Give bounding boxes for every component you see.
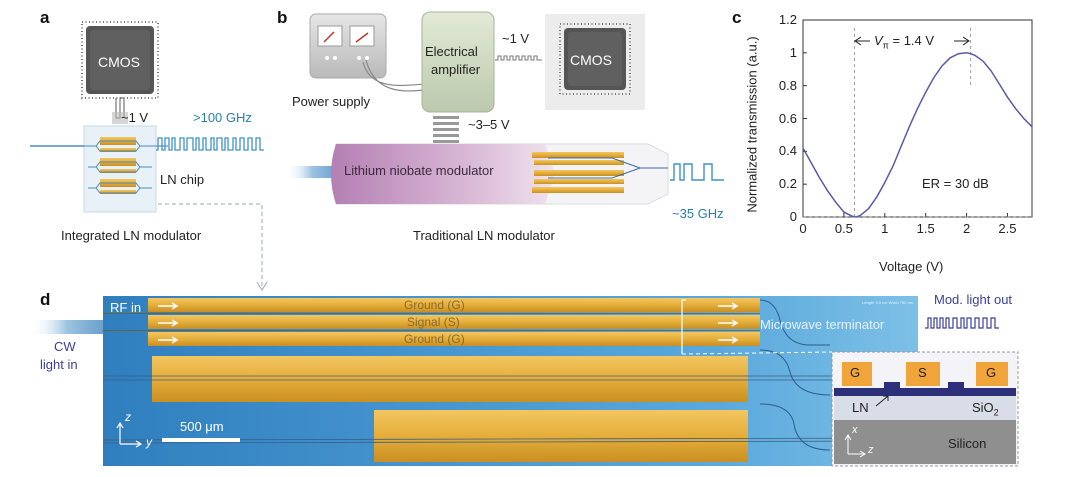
y-tick-label: 0.2 bbox=[778, 176, 797, 192]
cmos-label-a: CMOS bbox=[98, 54, 140, 70]
voltage-out-b: ~3–5 V bbox=[468, 117, 510, 132]
y-tick-label: 0 bbox=[789, 209, 797, 224]
amp-label-line1: Electrical bbox=[425, 44, 478, 59]
vpi-value: = 1.4 V bbox=[888, 33, 935, 48]
y-tick-label: 0.8 bbox=[778, 77, 797, 93]
ground-top-label: Ground (G) bbox=[404, 298, 465, 312]
caption-b: Traditional LN modulator bbox=[413, 228, 555, 243]
inset-g-right: G bbox=[986, 365, 997, 380]
terminator-label: Microwave terminator bbox=[760, 317, 885, 332]
ln-chip-label: LN chip bbox=[160, 172, 205, 187]
inset-ln: LN bbox=[852, 400, 869, 415]
x-axis-label: Voltage (V) bbox=[879, 259, 944, 274]
power-supply bbox=[309, 13, 387, 79]
inset-axis-z: z bbox=[868, 444, 874, 456]
signal-wave-b bbox=[670, 163, 724, 181]
axis-z-label: z bbox=[125, 410, 131, 424]
leader-line bbox=[158, 203, 263, 286]
x-tick-label: 2 bbox=[962, 221, 971, 236]
panel-label-a: a bbox=[40, 8, 50, 27]
panel-c-chart bbox=[802, 19, 1033, 218]
er-annotation: ER = 30 dB bbox=[922, 176, 989, 191]
ln-modulator bbox=[331, 143, 669, 205]
y-tick-label: 0.4 bbox=[778, 143, 797, 159]
voltage-in-b: ~1 V bbox=[502, 31, 530, 46]
panel-a bbox=[30, 21, 268, 291]
x-tick-label: 2.5 bbox=[998, 221, 1017, 236]
y-tick-label: 1.2 bbox=[778, 12, 797, 27]
light-out-label: Mod. light out bbox=[934, 292, 1013, 307]
inset-g-left: G bbox=[850, 365, 861, 380]
inset-s: S bbox=[918, 365, 927, 380]
y-tick-label: 0.6 bbox=[778, 110, 797, 126]
x-tick-label: 1 bbox=[881, 221, 889, 236]
panel-label-c: c bbox=[732, 8, 742, 27]
scale-bar-label: 500 μm bbox=[180, 419, 224, 434]
panel-b bbox=[286, 11, 724, 205]
x-tick-label: 0.5 bbox=[834, 221, 853, 236]
power-supply-label: Power supply bbox=[292, 94, 371, 109]
inset-silicon: Silicon bbox=[948, 436, 987, 451]
chart-guides bbox=[803, 28, 1032, 218]
modulator-label: Lithium niobate modulator bbox=[344, 163, 494, 178]
panel-label-b: b bbox=[277, 8, 288, 27]
voltage-label-a: ~1 V bbox=[121, 110, 149, 125]
signal-label: Signal (S) bbox=[407, 315, 460, 329]
ground-bottom-label: Ground (G) bbox=[404, 332, 465, 346]
signal-wave-a bbox=[156, 137, 264, 151]
vpi-subscript: π bbox=[882, 40, 889, 51]
cmos-chip-b bbox=[545, 14, 645, 110]
x-tick-label: 0 bbox=[799, 221, 807, 236]
vpi-symbol: V bbox=[874, 33, 883, 48]
cmos-label-b: CMOS bbox=[570, 52, 612, 68]
amplifier-box bbox=[421, 11, 495, 113]
amp-label-line2: amplifier bbox=[431, 62, 481, 77]
inset-sio2: SiO2 bbox=[972, 400, 999, 418]
x-tick-label: 1.5 bbox=[916, 221, 935, 236]
caption-a: Integrated LN modulator bbox=[61, 228, 202, 243]
panel-d bbox=[30, 296, 1019, 467]
cmos-chip-a bbox=[81, 21, 159, 99]
y-tick-label: 1 bbox=[789, 44, 797, 60]
sio2-base: SiO bbox=[972, 400, 994, 415]
axis-y-label: y bbox=[146, 435, 152, 449]
cw-label-line1: CW bbox=[54, 339, 76, 354]
sio2-sub: 2 bbox=[993, 407, 999, 418]
fine-print: Length 3.0 cm Width 750 nm bbox=[862, 300, 914, 305]
scale-bar bbox=[162, 438, 240, 442]
amp-cable bbox=[433, 116, 459, 143]
freq-label-a: >100 GHz bbox=[193, 110, 252, 125]
y-axis-label: Normalized transmission (a.u.) bbox=[744, 36, 760, 213]
cross-section-inset bbox=[831, 351, 1019, 467]
inset-axis-x: x bbox=[852, 424, 858, 436]
signal-wave-d bbox=[925, 317, 999, 329]
rf-in-label: RF in bbox=[110, 300, 142, 315]
freq-label-b: ~35 GHz bbox=[672, 206, 724, 221]
cw-label-line2: light in bbox=[40, 357, 78, 372]
transmission-curve bbox=[802, 52, 1033, 218]
panel-label-d: d bbox=[40, 290, 51, 309]
vpi-annotation: Vπ = 1.4 V bbox=[874, 33, 934, 51]
